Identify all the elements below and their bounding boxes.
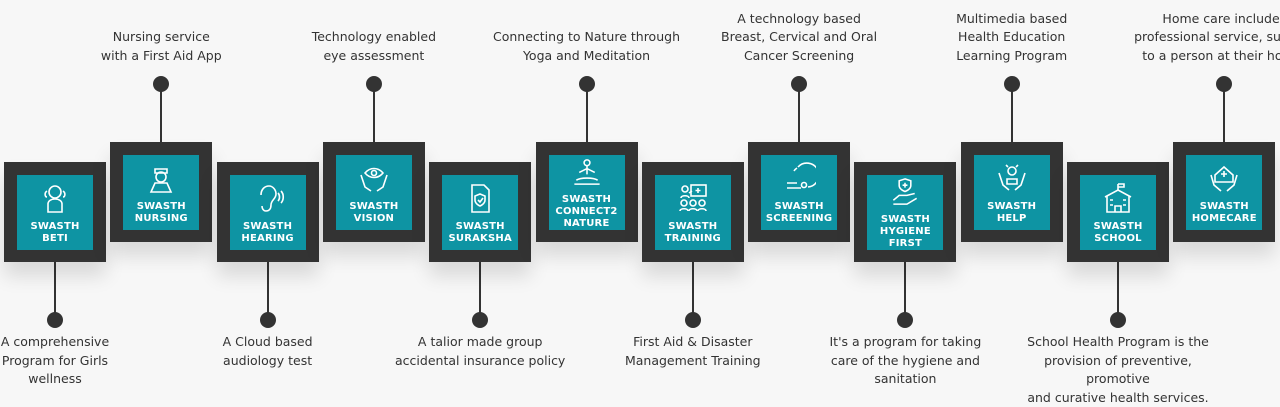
connector-dot — [791, 76, 807, 92]
service-title-line: HEARING — [241, 233, 293, 245]
service-title-line: NURSING — [135, 213, 188, 225]
connector-dot — [1110, 312, 1126, 328]
connector-dot — [366, 76, 382, 92]
training-icon — [676, 181, 710, 215]
description-line: Home care includes — [1123, 10, 1280, 29]
service-title-line: SCHOOL — [1093, 233, 1142, 245]
connector-line — [692, 262, 694, 316]
service-title-line: SWASTH — [880, 214, 931, 226]
yoga-icon — [570, 155, 604, 188]
description-line: professional service, support — [1123, 28, 1280, 47]
service-title-line: SWASTH — [135, 201, 188, 213]
service-title-line: VISION — [349, 213, 398, 225]
school-icon — [1101, 181, 1135, 215]
connector-dot — [472, 312, 488, 328]
service-title-line: BETI — [30, 233, 79, 245]
connector-line — [1011, 88, 1013, 142]
connector-line — [373, 88, 375, 142]
eye-hands-icon — [357, 161, 391, 195]
service-title-line: SWASTH — [448, 221, 511, 233]
service-title-line: SWASTH — [1192, 201, 1257, 213]
service-title-line: SCREENING — [766, 213, 832, 225]
screening-icon — [782, 161, 816, 195]
description-line: to a person at their home. — [1123, 47, 1280, 66]
connector-dot — [153, 76, 169, 92]
service-title-line: FIRST — [880, 238, 931, 250]
service-title-line: HOMECARE — [1192, 213, 1257, 225]
connector-dot — [260, 312, 276, 328]
connector-dot — [1004, 76, 1020, 92]
connector-dot — [47, 312, 63, 328]
service-title-line: HELP — [987, 213, 1036, 225]
connector-line — [586, 88, 588, 142]
service-title-line: SURAKSHA — [448, 233, 511, 245]
homecare-icon — [1207, 161, 1241, 195]
connector-line — [160, 88, 162, 142]
help-hands-icon — [995, 161, 1029, 195]
connector-dot — [1216, 76, 1232, 92]
service-title-line: SWASTH — [987, 201, 1036, 213]
connector-line — [904, 262, 906, 316]
connector-line — [54, 262, 56, 316]
service-title-line: NATURE — [555, 218, 617, 230]
service-title-line: SWASTH — [30, 221, 79, 233]
connector-line — [267, 262, 269, 316]
service-title-line: SWASTH — [349, 201, 398, 213]
insurance-document-icon — [463, 181, 497, 215]
service-title-line: CONNECT2 — [555, 206, 617, 218]
ear-icon — [251, 181, 285, 215]
service-title-line: SWASTH — [241, 221, 293, 233]
connector-line — [798, 88, 800, 142]
connector-line — [479, 262, 481, 316]
nurse-icon — [144, 161, 178, 195]
service-title-line: SWASTH — [555, 194, 617, 206]
service-title-line: SWASTH — [766, 201, 832, 213]
connector-dot — [579, 76, 595, 92]
girl-icon — [38, 181, 72, 215]
connector-dot — [897, 312, 913, 328]
connector-dot — [685, 312, 701, 328]
service-title-line: TRAINING — [665, 233, 721, 245]
hygiene-hand-icon — [888, 175, 922, 208]
service-title-line: SWASTH — [1093, 221, 1142, 233]
service-title-line: SWASTH — [665, 221, 721, 233]
connector-line — [1223, 88, 1225, 142]
connector-line — [1117, 262, 1119, 316]
service-title-line: HYGIENE — [880, 226, 931, 238]
